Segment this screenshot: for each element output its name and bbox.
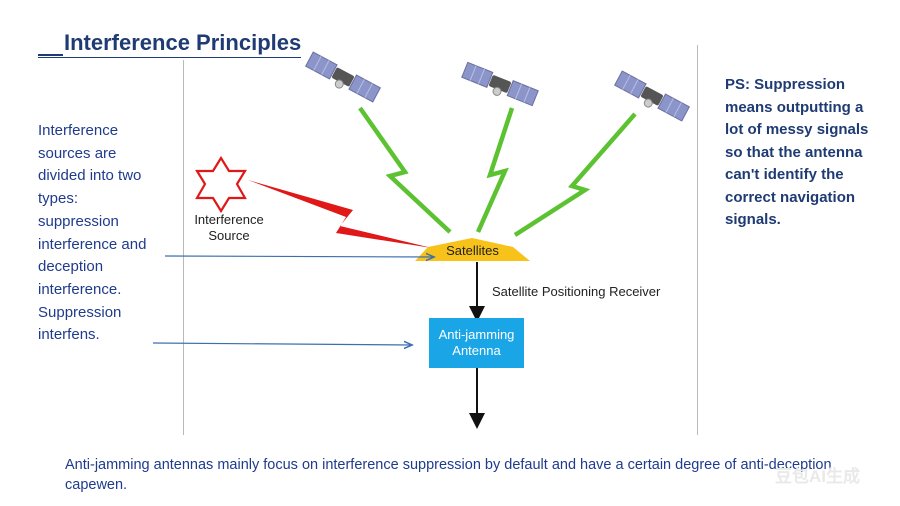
left-divider: [183, 60, 184, 435]
summary-text: Anti-jamming antennas mainly focus on in…: [65, 457, 832, 493]
right-divider: [697, 45, 698, 435]
receiver-label: Satellite Positioning Receiver: [492, 284, 661, 299]
watermark: 豆包AI生成: [775, 467, 860, 486]
interference-source-label: Interference Source: [185, 212, 273, 244]
anti-jamming-antenna-box: Anti-jamming Antenna: [429, 318, 524, 368]
antenna-label: Anti-jamming Antenna: [437, 327, 517, 359]
signal-bolt-right: [513, 112, 637, 237]
interference-source-label-line1: Interference: [194, 212, 264, 227]
pointer-arrow-suppression: [164, 256, 433, 257]
satellite-icon: [461, 61, 539, 107]
page-title: Interference Principles: [64, 30, 302, 55]
signal-bolt-middle: [475, 107, 515, 233]
satellites-shape: [415, 238, 530, 261]
satellite-icon: [305, 51, 381, 103]
antenna-label-line2: Antenna: [452, 343, 501, 358]
pointer-arrow-antenna: [152, 343, 411, 345]
title-accent-bar: [38, 54, 63, 56]
interference-star-icon: [195, 155, 247, 214]
ps-note-text: PS: Suppression means outputting a lot o…: [725, 76, 869, 228]
title-underline: [38, 57, 301, 58]
interference-bolt: [248, 180, 432, 248]
satellite-icon: [614, 70, 690, 122]
antenna-label-line1: Anti-jamming: [438, 327, 515, 342]
interference-types-text: Interference sources are divided into tw…: [38, 122, 147, 344]
signal-bolt-left: [358, 106, 452, 234]
interference-source-label-line2: Source: [208, 228, 250, 243]
satellites-label: Satellites: [446, 243, 499, 258]
